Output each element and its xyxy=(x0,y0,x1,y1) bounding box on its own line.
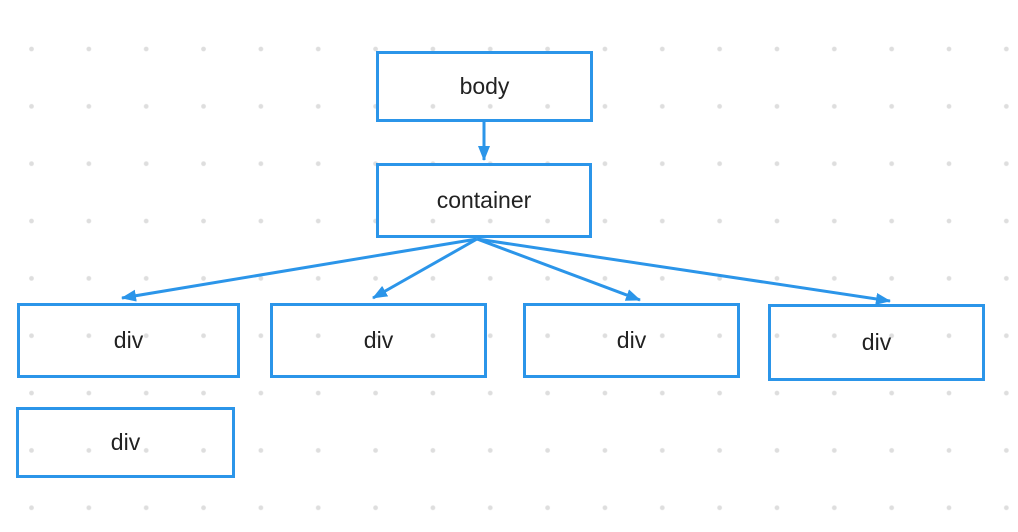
node-container[interactable]: container xyxy=(376,163,592,238)
node-div-4[interactable]: div xyxy=(768,304,985,381)
node-div-1[interactable]: div xyxy=(17,303,240,378)
node-label: div xyxy=(110,429,141,455)
node-label: div xyxy=(363,327,394,353)
node-label: div xyxy=(113,327,144,353)
node-div-2[interactable]: div xyxy=(270,303,487,378)
node-label: container xyxy=(436,187,532,213)
node-label: body xyxy=(459,73,510,99)
node-label: div xyxy=(861,329,892,355)
node-body[interactable]: body xyxy=(376,51,593,122)
node-label: div xyxy=(616,327,647,353)
edge-container-to-div-4[interactable] xyxy=(476,237,891,305)
edge-container-to-div-3[interactable] xyxy=(476,237,641,302)
node-div-5[interactable]: div xyxy=(16,407,235,478)
node-div-3[interactable]: div xyxy=(523,303,740,378)
edge-container-to-div-2[interactable] xyxy=(372,237,478,300)
edge-container-to-div-1[interactable] xyxy=(121,237,478,302)
